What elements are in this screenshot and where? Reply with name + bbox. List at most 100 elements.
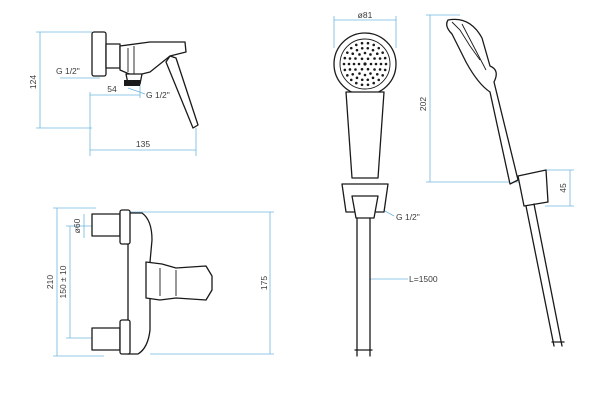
label-thread-bottom: G 1/2" [146, 90, 170, 100]
side-wall-holder [517, 169, 549, 207]
wall-flange [91, 31, 107, 77]
nozzle [377, 46, 381, 50]
nozzle [384, 62, 388, 66]
label-81: ø81 [358, 10, 373, 20]
outlet-thread [124, 80, 140, 86]
holder-bracket [351, 195, 379, 219]
nozzle [369, 53, 372, 56]
nozzle [355, 76, 359, 80]
nozzle [348, 68, 352, 71]
nozzle [371, 76, 375, 80]
nozzle [354, 57, 357, 60]
nozzle [366, 83, 370, 87]
nozzle [351, 52, 355, 56]
hand-shower-front-view: ø81 G 1/2" L=1500 [333, 10, 438, 357]
nozzle [381, 74, 384, 77]
nozzle [379, 62, 383, 66]
nozzle [347, 62, 351, 66]
shower-handle [345, 91, 385, 179]
nozzle [374, 62, 378, 66]
nozzle [366, 78, 370, 82]
mixer-side-view: 124 G 1/2" 54 G 1/2" 135 [28, 31, 199, 156]
nozzle [366, 67, 370, 71]
lever-handle [165, 55, 199, 129]
label-holder-thread: G 1/2" [396, 212, 420, 222]
nozzle [360, 78, 364, 82]
nozzle [360, 41, 364, 45]
label-202: 202 [418, 97, 428, 111]
nozzle [363, 73, 367, 77]
label-45: 45 [558, 183, 568, 193]
nozzle [352, 62, 356, 66]
nozzle [383, 68, 387, 72]
nozzle [343, 56, 347, 60]
nozzle [349, 78, 353, 82]
nozzle [372, 81, 376, 85]
nozzle [360, 46, 364, 50]
eccentric-nut [105, 43, 121, 69]
nozzle [343, 68, 347, 72]
nozzle [373, 68, 376, 71]
nozzle [366, 57, 370, 61]
nozzle [354, 81, 358, 85]
side-hose [525, 203, 563, 347]
nozzle [369, 62, 373, 66]
nozzle [378, 68, 382, 71]
nozzle [351, 72, 355, 76]
nozzle [381, 51, 384, 54]
shower-side-body [446, 18, 519, 185]
nozzle [369, 72, 372, 75]
body-detail [127, 46, 135, 74]
upper-flange [119, 209, 131, 245]
leader-thread-bottom [127, 87, 146, 95]
label-124: 124 [28, 75, 38, 89]
shower-nozzles [342, 41, 388, 87]
label-thread-top: G 1/2" [56, 66, 80, 76]
label-60: ø60 [72, 218, 82, 233]
label-135: 135 [136, 139, 150, 149]
lower-inlet-square [91, 327, 121, 351]
nozzle [357, 62, 361, 66]
nozzle [348, 57, 352, 60]
lever-detail [159, 268, 177, 296]
label-175: 175 [259, 276, 269, 290]
nozzle [360, 83, 364, 87]
nozzle [360, 57, 364, 61]
nozzle [346, 74, 349, 77]
lever-front [145, 261, 213, 301]
nozzle [363, 51, 367, 55]
nozzle [349, 46, 353, 50]
nozzle [373, 57, 376, 60]
nozzle [346, 51, 349, 54]
nozzle [378, 57, 382, 60]
nozzle [366, 46, 370, 50]
label-210: 210 [45, 275, 55, 289]
nozzle [375, 52, 379, 56]
mixer-front-view: 210 150 ± 10 ø60 175 [45, 207, 274, 357]
shower-side-edge [461, 23, 487, 71]
label-54: 54 [107, 84, 117, 94]
shower-side-face [451, 21, 481, 61]
label-150: 150 ± 10 [58, 265, 68, 298]
shower-hose [356, 217, 371, 357]
hand-shower-side-view: 202 45 [418, 14, 574, 347]
nozzle [358, 53, 361, 56]
nozzle [354, 68, 357, 71]
nozzle [354, 43, 358, 47]
nozzle [342, 62, 346, 66]
nozzle [360, 67, 364, 71]
upper-inlet-square [91, 213, 121, 237]
lower-flange [119, 319, 131, 355]
shower-head-inner [339, 38, 391, 90]
nozzle [383, 56, 387, 60]
nozzle [375, 72, 379, 76]
nozzle [366, 41, 370, 45]
nozzle [377, 78, 381, 82]
label-hose: L=1500 [409, 274, 438, 284]
nozzle [371, 48, 375, 52]
nozzle [358, 72, 361, 75]
nozzle-center [363, 62, 367, 66]
nozzle [372, 43, 376, 47]
